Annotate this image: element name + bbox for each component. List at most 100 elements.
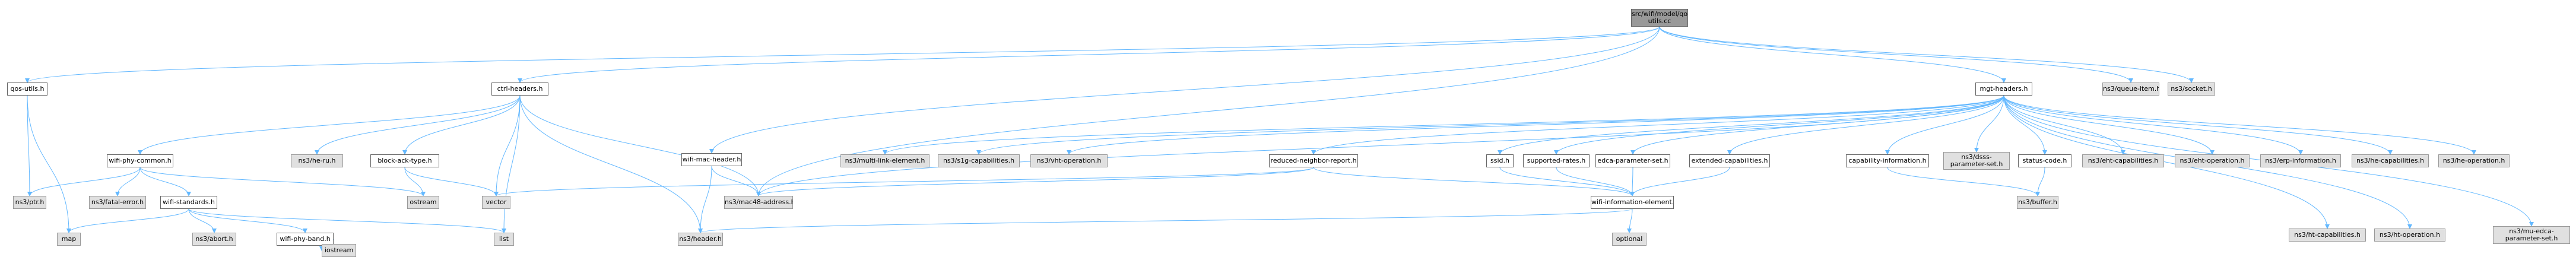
edge-wifi_information_element_h-to-optional	[1627, 208, 1633, 233]
edge-wifi_standards_h-to-list	[188, 208, 506, 233]
edge-extended_capabilities_h-to-wifi_information_element_h	[1630, 167, 1730, 196]
edge-mgt_headers_h-to-extended_capabilities_h	[1727, 95, 2004, 155]
edge-mgt_headers_h-to-s1g_capabilities_h	[976, 95, 2004, 155]
node-s1g-capabilities-h[interactable]: ns3/s1g-capabilities.h	[938, 154, 1020, 167]
edge-reduced_neighbor_report_h-to-mac48_address_h	[756, 167, 1314, 196]
edge-root-to-mgt_headers_h	[1659, 26, 2006, 83]
node-qos-utils-h[interactable]: qos-utils.h	[7, 83, 47, 96]
edge-wifi_phy_common_h-to-ostream	[139, 167, 426, 196]
node-map[interactable]: map	[57, 233, 81, 246]
node-he-capabilities-h[interactable]: ns3/he-capabilities.h	[2352, 154, 2429, 167]
node-dsss-parameter-set-h[interactable]: ns3/dsss-parameter-set.h	[1943, 152, 2010, 170]
node-wifi-phy-band-h[interactable]: wifi-phy-band.h	[277, 233, 334, 246]
node-abort-h[interactable]: ns3/abort.h	[192, 233, 236, 246]
edge-wifi_phy_common_h-to-ptr_h	[27, 167, 141, 196]
edge-mgt_headers_h-to-supported_rates_h	[1554, 95, 2004, 155]
edge-ctrl_headers_h-to-he_ru_h	[315, 95, 521, 155]
node-erp-information-h[interactable]: ns3/erp-information.h	[2260, 154, 2341, 167]
node-mgt-headers-h[interactable]: mgt-headers.h	[1975, 83, 2032, 96]
edge-ctrl_headers_h-to-mac48_address_h	[519, 95, 761, 196]
edge-ctrl_headers_h-to-list	[502, 95, 521, 233]
node-eht-operation-h[interactable]: ns3/eht-operation.h	[2175, 154, 2250, 167]
node-ctrl-headers-h[interactable]: ctrl-headers.h	[491, 83, 548, 96]
edge-wifi_standards_h-to-map	[66, 208, 189, 233]
node-extended-capabilities-h[interactable]: extended-capabilities.h	[1689, 154, 1770, 167]
node-header-h[interactable]: ns3/header.h	[678, 233, 723, 246]
node-wifi-information-element-h[interactable]: wifi-information-element.h	[1591, 196, 1674, 209]
node-edca-parameter-set-h[interactable]: edca-parameter-set.h	[1595, 154, 1670, 167]
edge-mgt_headers_h-to-multi_link_element_h	[883, 95, 2004, 155]
edge-supported_rates_h-to-wifi_information_element_h	[1556, 167, 1635, 196]
edge-ctrl_headers_h-to-header_h	[519, 95, 703, 233]
edge-root-to-socket_h	[1659, 26, 2194, 83]
node-iostream[interactable]: iostream	[322, 244, 356, 257]
node-optional[interactable]: optional	[1612, 233, 1647, 246]
node-wifi-phy-common-h[interactable]: wifi-phy-common.h	[107, 154, 173, 167]
edge-root-to-queue_item_h	[1659, 26, 2133, 83]
edge-wifi_standards_h-to-abort_h	[188, 208, 217, 233]
edge-root-to-mac48_address_h	[756, 26, 1660, 196]
edge-mgt_headers_h-to-status_code_h	[2003, 95, 2047, 155]
edge-root-to-wifi_mac_header_h	[709, 26, 1660, 154]
node-he-operation-h[interactable]: ns3/he-operation.h	[2438, 154, 2510, 167]
node-root[interactable]: src/wifi/model/qos-utils.cc	[1631, 9, 1688, 27]
edge-block_ack_type_h-to-ostream	[404, 167, 426, 196]
node-mac48-address-h[interactable]: ns3/mac48-address.h	[724, 196, 793, 209]
node-status-code-h[interactable]: status-code.h	[2018, 154, 2071, 167]
edge-ctrl_headers_h-to-wifi_phy_common_h	[138, 95, 521, 155]
node-socket-h[interactable]: ns3/socket.h	[2168, 83, 2215, 96]
node-block-ack-type-h[interactable]: block-ack-type.h	[370, 154, 439, 167]
node-wifi-standards-h[interactable]: wifi-standards.h	[160, 196, 217, 209]
edge-capability_information_h-to-buffer_h	[1887, 167, 2040, 196]
edge-reduced_neighbor_report_h-to-vector	[494, 167, 1314, 196]
edge-wifi_phy_common_h-to-wifi_standards_h	[139, 167, 191, 196]
edge-wifi_information_element_h-to-header_h	[698, 208, 1633, 233]
edge-ssid_h-to-wifi_information_element_h	[1499, 167, 1635, 196]
edge-status_code_h-to-buffer_h	[2035, 167, 2045, 196]
node-ht-operation-h[interactable]: ns3/ht-operation.h	[2374, 229, 2445, 242]
node-multi-link-element-h[interactable]: ns3/multi-link-element.h	[840, 154, 929, 167]
node-list[interactable]: list	[494, 233, 514, 246]
node-ostream[interactable]: ostream	[407, 196, 439, 209]
node-fatal-error-h[interactable]: ns3/fatal-error.h	[89, 196, 146, 209]
edge-mgt_headers_h-to-eht_operation_h	[2003, 95, 2215, 155]
node-vector[interactable]: vector	[482, 196, 510, 209]
edge-mgt_headers_h-to-ht_capabilities_h	[2003, 95, 2330, 229]
edge-wifi_mac_header_h-to-header_h	[698, 166, 712, 233]
edge-ctrl_headers_h-to-vector	[494, 95, 521, 196]
node-supported-rates-h[interactable]: supported-rates.h	[1523, 154, 1590, 167]
edge-mgt_headers_h-to-vht_operation_h	[1067, 95, 2004, 155]
node-he-ru-h[interactable]: ns3/he-ru.h	[291, 154, 343, 167]
edge-mgt_headers_h-to-eht_capabilities_h	[2003, 95, 2125, 155]
edge-ctrl_headers_h-to-block_ack_type_h	[402, 95, 521, 155]
node-ptr-h[interactable]: ns3/ptr.h	[13, 196, 46, 209]
edge-wifi_mac_header_h-to-mac48_address_h	[711, 166, 761, 196]
edge-mgt_headers_h-to-edca_parameter_set_h	[1630, 95, 2004, 155]
node-reduced-neighbor-report-h[interactable]: reduced-neighbor-report.h	[1269, 154, 1358, 167]
node-eht-capabilities-h[interactable]: ns3/eht-capabilities.h	[2082, 154, 2164, 167]
edge-mgt_headers_h-to-erp_information_h	[2003, 95, 2303, 155]
edge-mgt_headers_h-to-reduced_neighbor_report_h	[1311, 95, 2004, 155]
node-queue-item-h[interactable]: ns3/queue-item.h	[2102, 83, 2159, 96]
edge-qos_utils_h-to-map	[27, 95, 71, 233]
node-wifi-mac-header-h[interactable]: wifi-mac-header.h	[681, 153, 742, 166]
node-ht-capabilities-h[interactable]: ns3/ht-capabilities.h	[2289, 229, 2366, 242]
edge-wifi_phy_common_h-to-fatal_error_h	[115, 167, 141, 196]
node-ssid-h[interactable]: ssid.h	[1486, 154, 1514, 167]
edge-mgt_headers_h-to-dsss_parameter_set_h	[1974, 95, 2004, 153]
edge-mgt_headers_h-to-he_operation_h	[2003, 95, 2476, 155]
edge-block_ack_type_h-to-vector	[404, 167, 499, 196]
node-vht-operation-h[interactable]: ns3/vht-operation.h	[1030, 154, 1108, 167]
node-capability-information-h[interactable]: capability-information.h	[1846, 154, 1929, 167]
node-mu-edca-parameter-set-h[interactable]: ns3/mu-edca-parameter-set.h	[2493, 226, 2570, 244]
edge-root-to-ctrl_headers_h	[518, 26, 1660, 83]
edge-root-to-qos_utils_h	[25, 26, 1660, 83]
edge-wifi_standards_h-to-wifi_phy_band_h	[188, 208, 307, 233]
edge-edca_parameter_set_h-to-wifi_information_element_h	[1630, 167, 1635, 196]
edge-reduced_neighbor_report_h-to-wifi_information_element_h	[1313, 167, 1635, 196]
edge-mgt_headers_h-to-he_capabilities_h	[2003, 95, 2393, 155]
edge-qos_utils_h-to-ptr_h	[27, 95, 32, 196]
node-buffer-h[interactable]: ns3/buffer.h	[2017, 196, 2058, 209]
